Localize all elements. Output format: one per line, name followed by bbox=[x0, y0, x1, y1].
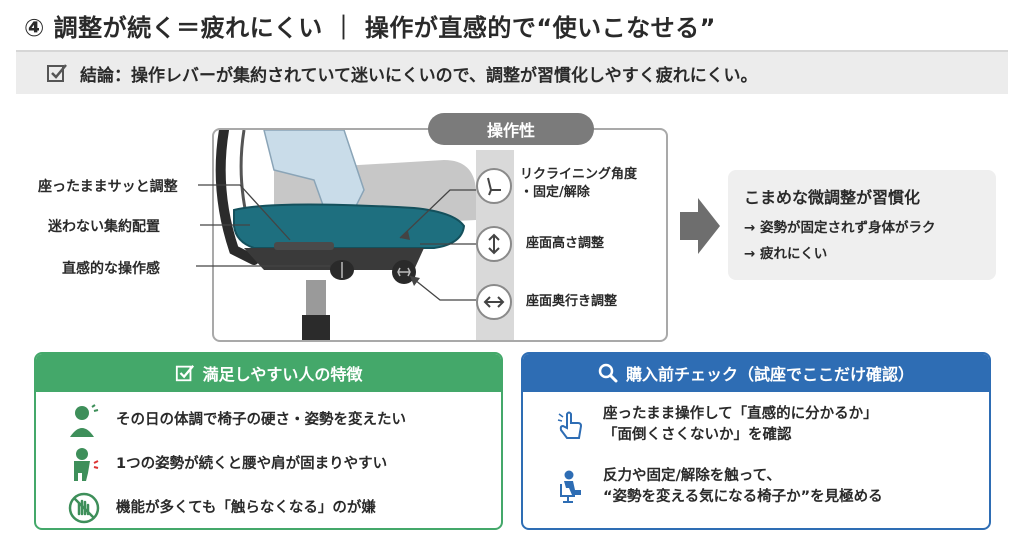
summary-text: 結論：操作レバーが集約されていて迷いにくいので、調整が習慣化しやすく疲れにくい。 bbox=[80, 65, 758, 86]
operability-pill: 操作性 bbox=[428, 113, 594, 145]
back-pain-person-icon bbox=[66, 446, 102, 482]
no-touch-hand-icon bbox=[66, 490, 102, 526]
panel-ideal-users-title: 満足しやすい人の特徴 bbox=[202, 365, 363, 384]
panel-pre-purchase-check-header: 購入前チェック（試座でここだけ確認） bbox=[523, 354, 989, 392]
label-seat-height: 座面高さ調整 bbox=[526, 236, 605, 251]
list-item-text: 「面倒くさくないか」を確認 bbox=[603, 427, 792, 443]
checkbox-icon bbox=[175, 364, 194, 382]
depth-arrows-icon bbox=[476, 284, 512, 320]
recline-icon bbox=[476, 168, 512, 204]
panel-pre-purchase-check: 購入前チェック（試座でここだけ確認） 座ったまま操作して「直感的に分かるか」 「… bbox=[521, 352, 991, 530]
magnifier-icon bbox=[598, 363, 618, 383]
pointing-hand-icon bbox=[553, 407, 589, 443]
label-consolidated-layout: 迷わない集約配置 bbox=[48, 219, 160, 235]
panel-pre-purchase-check-title: 購入前チェック（試座でここだけ確認） bbox=[625, 365, 914, 384]
list-item: 機能が多くても「触らなくなる」のが嫌 bbox=[66, 490, 376, 526]
page-title: ④ 調整が続く＝疲れにくい ｜ 操作が直感的で“使いこなせる” bbox=[24, 14, 716, 42]
thinking-person-icon bbox=[66, 402, 102, 438]
result-box: こまめな微調整が習慣化 → 姿勢が固定されず身体がラク → 疲れにくい bbox=[728, 170, 996, 280]
list-item: 座ったまま操作して「直感的に分かるか」 「面倒くさくないか」を確認 bbox=[553, 404, 878, 446]
label-intuitive-feel: 直感的な操作感 bbox=[62, 261, 160, 277]
result-head: こまめな微調整が習慣化 bbox=[744, 188, 921, 207]
list-item: 1つの姿勢が続くと腰や肩が固まりやすい bbox=[66, 446, 387, 482]
flow-arrow-icon bbox=[680, 198, 720, 254]
label-recline: リクライニング角度 ・固定/解除 bbox=[520, 166, 637, 202]
list-item-text: 機能が多くても「触らなくなる」のが嫌 bbox=[116, 499, 376, 516]
height-arrows-icon bbox=[476, 226, 512, 262]
result-item: → 姿勢が固定されず身体がラク bbox=[744, 220, 936, 236]
panel-ideal-users: 満足しやすい人の特徴 その日の体調で椅子の硬さ・姿勢を変えたい 1つの姿勢が続く… bbox=[34, 352, 503, 530]
checkbox-icon bbox=[47, 64, 67, 82]
panel-ideal-users-header: 満足しやすい人の特徴 bbox=[36, 354, 501, 392]
list-item-text: 座ったまま操作して「直感的に分かるか」 bbox=[603, 406, 878, 422]
label-seat-depth: 座面奥行き調整 bbox=[526, 294, 618, 309]
list-item-text: 1つの姿勢が続くと腰や肩が固まりやすい bbox=[116, 455, 388, 472]
list-item: その日の体調で椅子の硬さ・姿勢を変えたい bbox=[66, 402, 406, 438]
result-item: → 疲れにくい bbox=[744, 246, 828, 262]
label-recline-line1: リクライニング角度 bbox=[520, 167, 638, 182]
list-item-text: “姿勢を変える気になる椅子か”を見極める bbox=[603, 489, 883, 505]
seated-person-icon bbox=[553, 469, 589, 505]
list-item: 反力や固定/解除を触って、 “姿勢を変える気になる椅子か”を見極める bbox=[553, 466, 883, 508]
label-recline-line2: ・固定/解除 bbox=[520, 185, 590, 200]
list-item-text: 反力や固定/解除を触って、 bbox=[603, 468, 781, 484]
list-item-text: その日の体調で椅子の硬さ・姿勢を変えたい bbox=[116, 411, 406, 428]
label-quick-adjust: 座ったままサッと調整 bbox=[38, 179, 178, 195]
summary-bar: 結論：操作レバーが集約されていて迷いにくいので、調整が習慣化しやすく疲れにくい。 bbox=[16, 50, 1008, 94]
